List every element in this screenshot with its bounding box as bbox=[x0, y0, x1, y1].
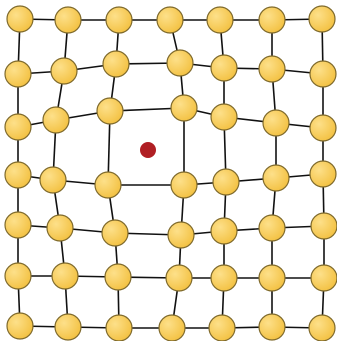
lattice-atom bbox=[166, 265, 192, 291]
lattice-atom bbox=[211, 55, 237, 81]
lattice-atom bbox=[55, 7, 81, 33]
lattice-atom bbox=[7, 6, 33, 32]
lattice-atom bbox=[5, 162, 31, 188]
lattice-atom bbox=[259, 56, 285, 82]
lattice-atom bbox=[309, 315, 335, 341]
lattice-atom bbox=[5, 61, 31, 87]
lattice-atom bbox=[52, 263, 78, 289]
lattice-atom bbox=[106, 315, 132, 341]
lattice-atom bbox=[159, 315, 185, 341]
lattice-atom bbox=[207, 7, 233, 33]
lattice-atom bbox=[263, 165, 289, 191]
lattice-atom bbox=[5, 263, 31, 289]
lattice-atom bbox=[211, 265, 237, 291]
lattice-atom bbox=[51, 58, 77, 84]
lattice-atom bbox=[259, 215, 285, 241]
lattice-atoms bbox=[5, 6, 337, 341]
lattice-atom bbox=[310, 115, 336, 141]
lattice-atom bbox=[97, 98, 123, 124]
lattice-atom bbox=[55, 314, 81, 340]
lattice-atom bbox=[40, 167, 66, 193]
lattice-atom bbox=[311, 213, 337, 239]
lattice-atom bbox=[171, 95, 197, 121]
interstitial-atom bbox=[140, 142, 156, 158]
lattice-atom bbox=[259, 7, 285, 33]
lattice-atom bbox=[95, 172, 121, 198]
lattice-atom bbox=[310, 61, 336, 87]
lattice-atom bbox=[168, 222, 194, 248]
lattice-atom bbox=[167, 50, 193, 76]
lattice-atom bbox=[105, 264, 131, 290]
lattice-atom bbox=[171, 172, 197, 198]
interstitial-defect bbox=[140, 142, 156, 158]
lattice-atom bbox=[43, 107, 69, 133]
lattice-atom bbox=[157, 7, 183, 33]
lattice-atom bbox=[259, 265, 285, 291]
lattice-atom bbox=[309, 6, 335, 32]
lattice-atom bbox=[5, 114, 31, 140]
lattice-atom bbox=[209, 315, 235, 341]
lattice-atom bbox=[310, 161, 336, 187]
lattice-atom bbox=[263, 110, 289, 136]
lattice-atom bbox=[211, 218, 237, 244]
lattice-atom bbox=[211, 104, 237, 130]
lattice-atom bbox=[213, 169, 239, 195]
lattice-atom bbox=[259, 314, 285, 340]
lattice-atom bbox=[102, 220, 128, 246]
lattice-atom bbox=[7, 313, 33, 339]
lattice-atom bbox=[311, 265, 337, 291]
lattice-atom bbox=[47, 215, 73, 241]
lattice-atom bbox=[5, 212, 31, 238]
lattice-atom bbox=[106, 7, 132, 33]
lattice-atom bbox=[103, 51, 129, 77]
